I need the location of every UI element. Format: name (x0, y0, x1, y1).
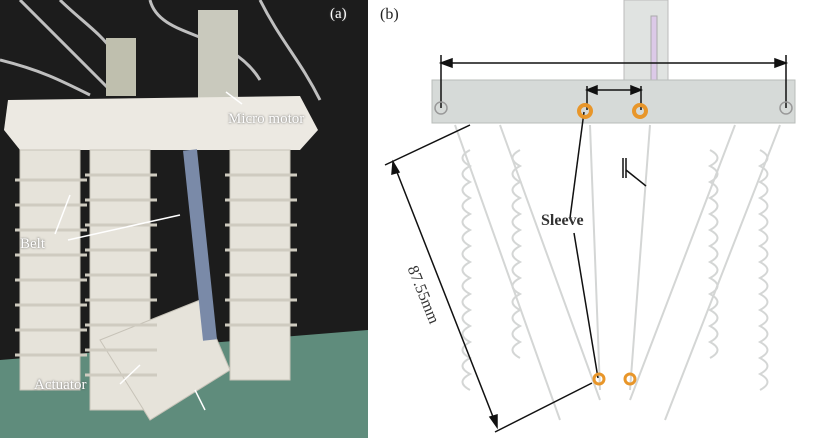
leader-lines (54, 91, 243, 411)
belt-mesh (183, 149, 217, 341)
sleeve-bottom-right (623, 372, 637, 386)
sleeve-rings (577, 103, 648, 386)
top-plate (431, 79, 796, 124)
actuator-ridges (15, 173, 297, 377)
bellow-actuators (454, 124, 781, 421)
micro-motor-left (106, 38, 136, 96)
sleeve-label: Sleeve (541, 212, 584, 229)
panel-b-tag: (b) (380, 6, 399, 23)
micro-motor-label: Micro motor (228, 111, 305, 127)
actuator-label: Actuator (34, 377, 87, 393)
panel-a-tag: (a) (330, 6, 347, 22)
dimension-lines (384, 55, 789, 433)
belt-label: Belt (20, 236, 45, 252)
sleeve-bottom-left (592, 372, 606, 386)
micro-motor-right (198, 10, 238, 98)
sleeve-top-left (577, 103, 593, 119)
top-plate (4, 96, 318, 150)
sleeve-top-right (632, 103, 648, 119)
